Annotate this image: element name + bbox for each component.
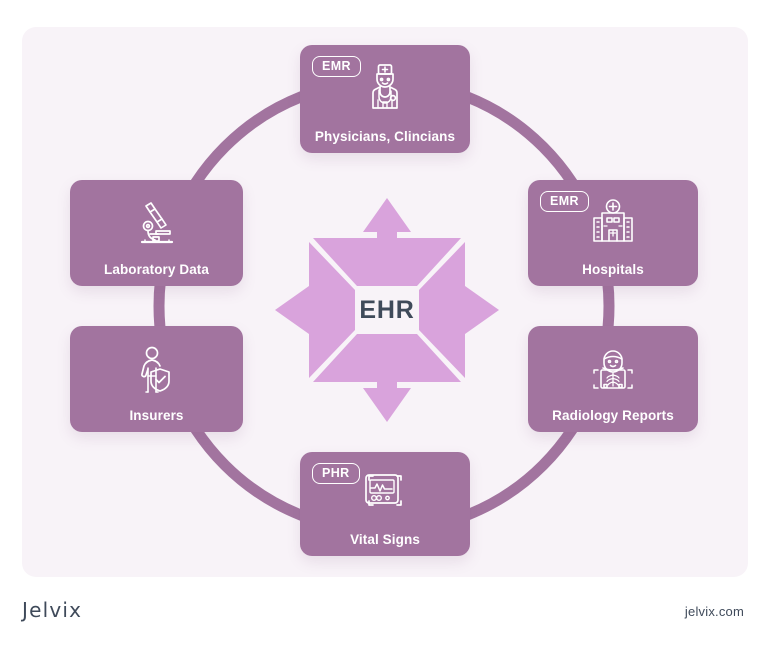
- footer-website-url[interactable]: jelvix.com: [684, 604, 744, 619]
- ehr-burst-graphic: [275, 198, 499, 422]
- node-card-laboratory[interactable]: Laboratory Data: [70, 180, 243, 286]
- ehr-label: EHR: [359, 295, 415, 324]
- badge-phr-vitalsigns: PHR: [312, 463, 360, 485]
- card-label-radiology: Radiology Reports: [552, 408, 674, 423]
- badge-emr-hospitals: EMR: [540, 191, 589, 213]
- badge-emr-physicians: EMR: [312, 56, 361, 78]
- node-card-vitalsigns[interactable]: PHR Vital Signs: [300, 452, 470, 556]
- card-label-laboratory: Laboratory Data: [103, 262, 210, 277]
- brand-logo: Jelvix: [22, 598, 83, 622]
- node-card-radiology[interactable]: Radiology Reports: [528, 326, 698, 432]
- card-label-physicians: Physicians, Clincians: [314, 129, 456, 144]
- person-shield-icon: [70, 326, 243, 408]
- xray-patient-icon: [528, 326, 698, 408]
- node-card-insurers[interactable]: Insurers: [70, 326, 243, 432]
- hospital-building-icon: [528, 180, 698, 262]
- card-label-insurers: Insurers: [129, 408, 184, 423]
- ehr-burst: EHR: [273, 196, 501, 424]
- node-card-physicians[interactable]: EMR Physicians, Clincians: [300, 45, 470, 153]
- node-card-hospitals[interactable]: EMR Hospitals: [528, 180, 698, 286]
- microscope-icon: [70, 180, 243, 262]
- card-label-vitalsigns: Vital Signs: [350, 532, 420, 547]
- card-label-hospitals: Hospitals: [582, 262, 644, 277]
- doctor-icon: [300, 45, 470, 129]
- vitals-monitor-icon: [300, 452, 470, 532]
